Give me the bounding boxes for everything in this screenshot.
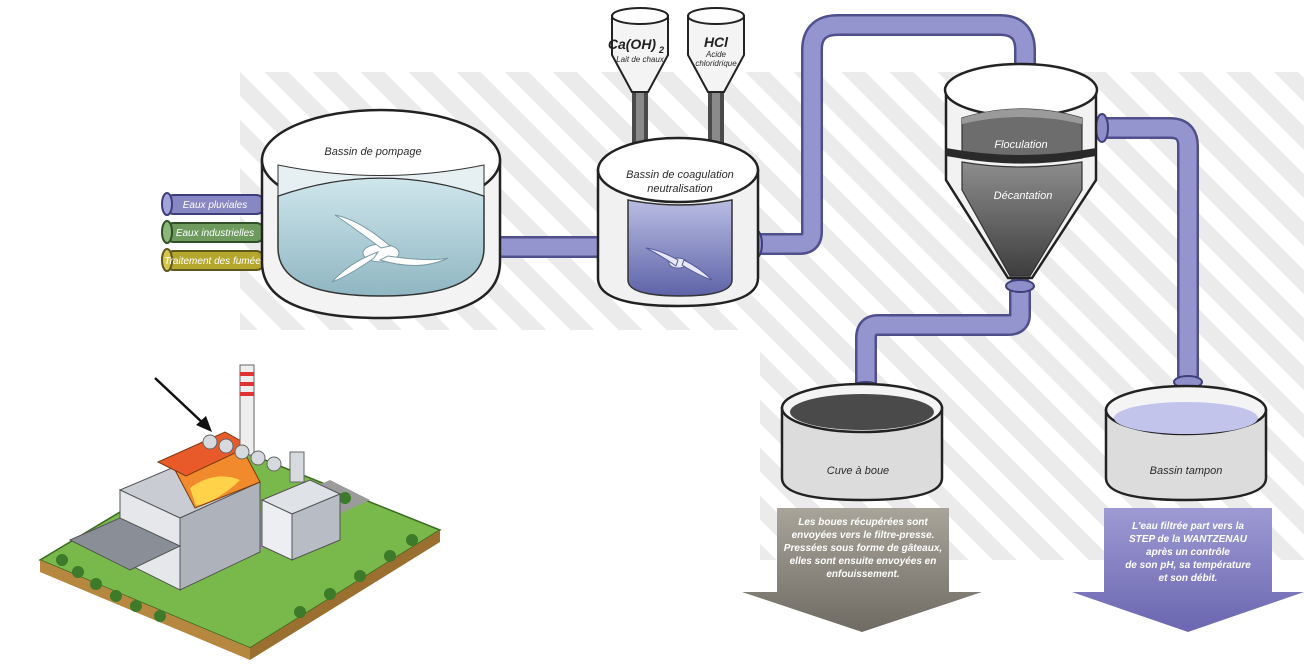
sludge-text-line: Pressées sous forme de gâteaux, [783, 543, 943, 554]
decantation-label: Décantation [994, 190, 1053, 202]
water-output-text: L'eau filtrée part vers la STEP de la WA… [1104, 520, 1272, 585]
water-text-line: après un contrôle [1146, 547, 1230, 558]
input-pipes: Eaux pluviales Eaux industrielles Traite… [161, 192, 266, 272]
propeller [331, 214, 449, 283]
incineration-plant-illustration [38, 364, 442, 660]
buffer-tank: Bassin tampon [1104, 384, 1268, 502]
water-text-line: de son pH, sa température [1125, 560, 1251, 571]
water-text-line: STEP de la WANTZENAU [1129, 534, 1247, 545]
sludge-text-line: enfouissement. [826, 569, 900, 580]
sludge-tank: Cuve à boue [780, 382, 944, 502]
sludge-tank-label: Cuve à boue [827, 465, 889, 477]
hcl-hopper: HCl Acide chloridrique [687, 7, 745, 93]
trees [56, 492, 418, 622]
coagulation-label-line1: Bassin de coagulation [626, 169, 734, 181]
pointer-arrow [154, 377, 206, 426]
lime-formula: Ca(OH) [608, 36, 657, 52]
hcl-name-line1: Acide [705, 50, 727, 59]
floculator-decanter: Floculation Décantation [943, 62, 1099, 280]
input-label-fumes: Traitement des fumées [164, 256, 266, 267]
buffer-tank-label: Bassin tampon [1150, 465, 1223, 477]
hcl-formula: HCl [704, 34, 729, 50]
input-label-rain: Eaux pluviales [183, 200, 247, 211]
lime-name: Lait de chaux [616, 55, 665, 64]
sludge-text-line: Les boues récupérées sont [798, 517, 928, 528]
flocculation-label: Floculation [994, 139, 1047, 151]
water-text-line: et son débit. [1158, 573, 1218, 584]
water-output-arrow [1072, 508, 1304, 632]
pumping-basin-label: Bassin de pompage [324, 146, 421, 158]
pumping-basin: Bassin de pompage [260, 108, 502, 320]
sludge-output-text: Les boues récupérées sont envoyées vers … [777, 516, 949, 581]
coagulation-label-line2: neutralisation [647, 183, 712, 195]
input-label-industrial: Eaux industrielles [176, 228, 254, 239]
water-text-line: L'eau filtrée part vers la [1132, 521, 1244, 532]
lime-hopper: Ca(OH) 2 Lait de chaux [608, 7, 669, 93]
coagulation-tank: Bassin de coagulation neutralisation [596, 136, 760, 308]
sludge-output-arrow [742, 508, 982, 632]
sludge-text-line: envoyées vers le filtre-presse. [791, 530, 935, 541]
hcl-name-line2: chloridrique [695, 59, 737, 68]
chimney [239, 364, 255, 456]
mixer-blade [645, 247, 713, 281]
sludge-text-line: elles sont ensuite envoyées en [789, 556, 937, 567]
lime-subscript: 2 [658, 45, 664, 55]
